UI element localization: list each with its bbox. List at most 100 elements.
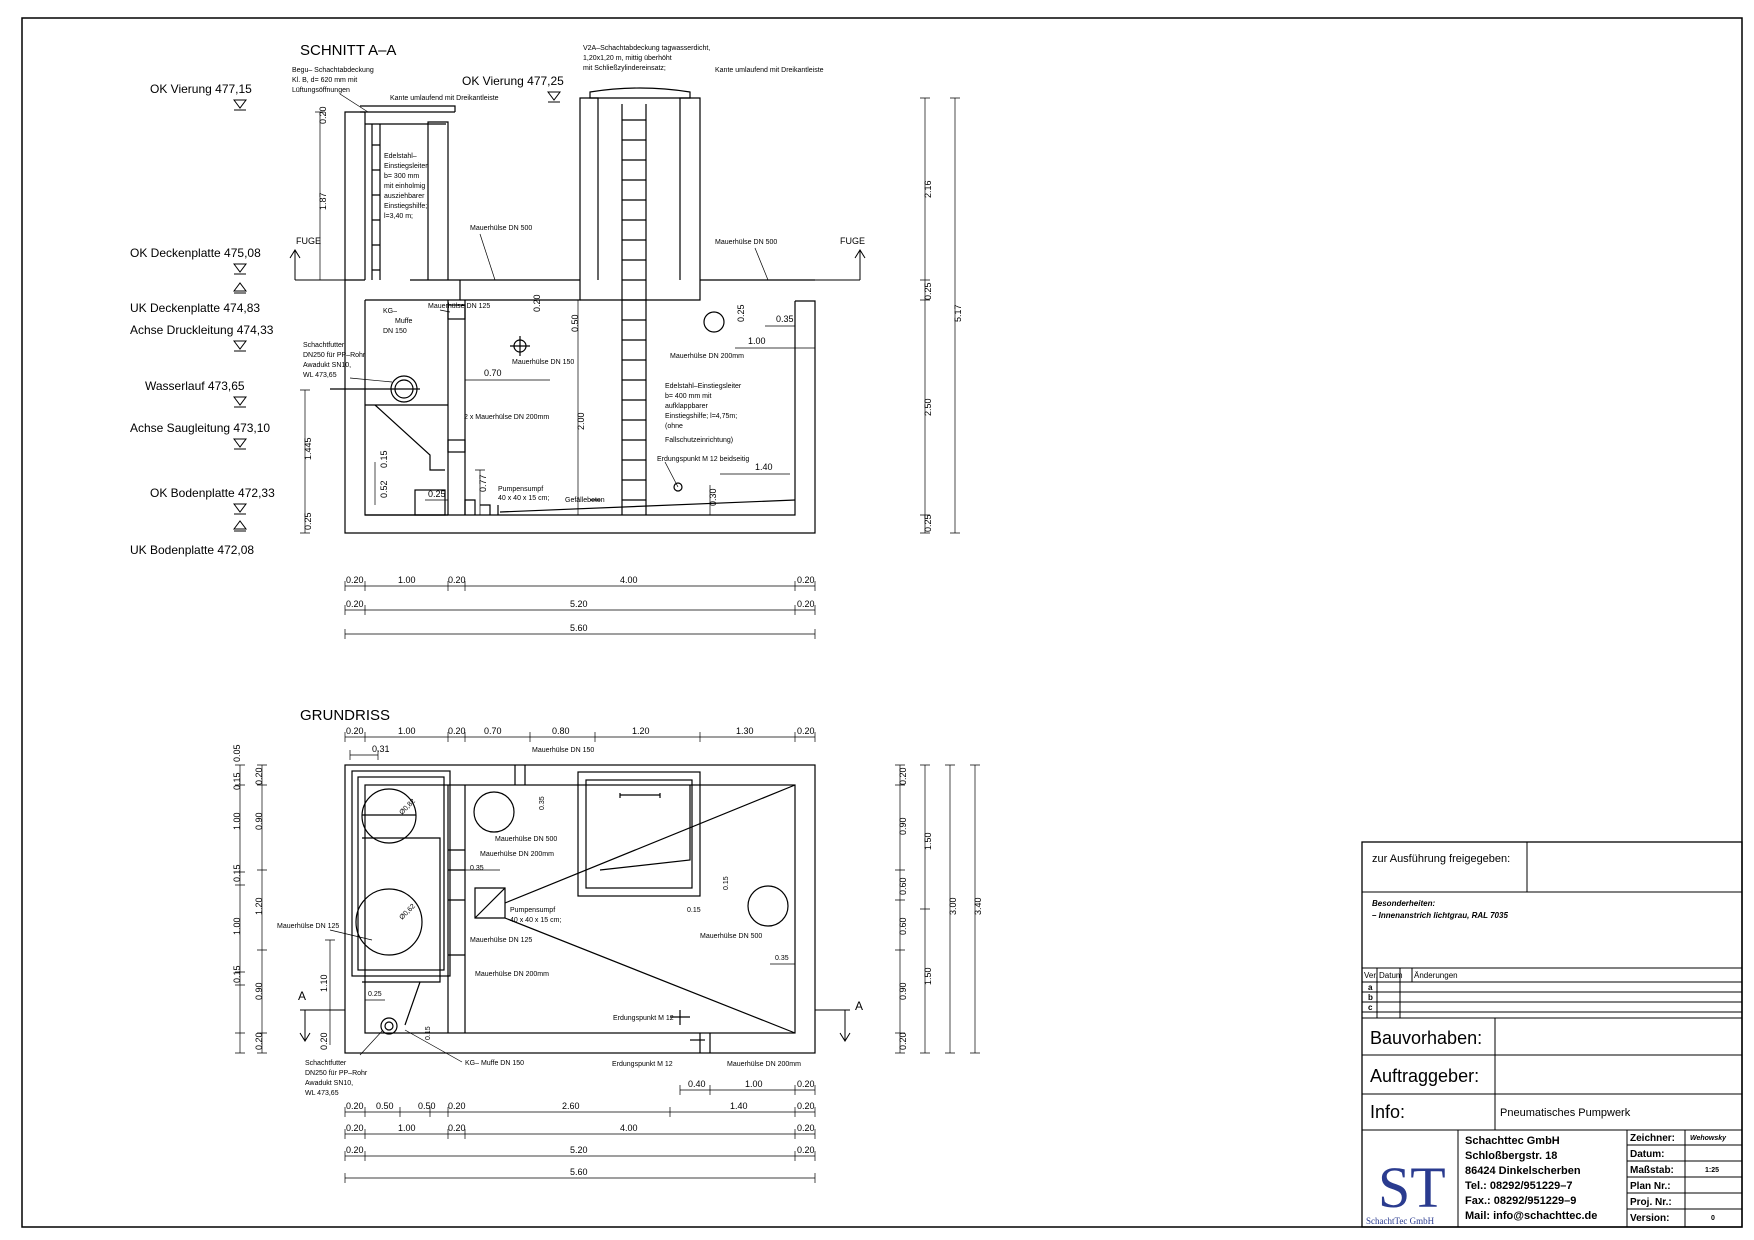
bauvorhaben-label: Bauvorhaben: [1370, 1028, 1482, 1048]
sheet-border [21, 17, 1743, 1228]
rev-row: b [1368, 993, 1373, 1002]
dim-label: 2.60 [562, 1101, 580, 1111]
dim-label: 0.20 [346, 599, 364, 609]
dim-label: 4.00 [620, 575, 638, 585]
plan-right-dims: 0.20 0.90 0.60 0.60 0.90 0.20 1.50 1.50 … [898, 767, 983, 1050]
note-line: Mauerhülse DN 200mm [670, 353, 744, 360]
note-line: Ø0,62 [398, 903, 417, 922]
field-label: Version: [1630, 1213, 1669, 1224]
level-label: Wasserlauf 473,65 [145, 379, 245, 393]
note-line: (ohne [665, 423, 683, 430]
field-value: Wehowsky [1690, 1135, 1727, 1142]
dim-label: 5.17 [953, 304, 963, 322]
note-line: Lüftungsöffnungen [292, 87, 350, 94]
title-block: zur Ausführung freigegeben: Besonderheit… [1361, 841, 1743, 1228]
dim-label: 5.60 [570, 623, 588, 633]
address-line: Schachttec GmbH [1465, 1135, 1560, 1147]
dim-label: 0.25 [303, 512, 313, 530]
dim-label: 0.20 [797, 599, 815, 609]
dim-label: 0.90 [254, 982, 264, 1000]
rev-row: a [1368, 983, 1373, 992]
dim-label: 0.50 [418, 1101, 436, 1111]
address-line: Fax.: 08292/951229–9 [1465, 1195, 1576, 1207]
dim-label: 1.20 [632, 726, 650, 736]
level-labels: OK Vierung 477,15 OK Deckenplatte 475,08… [130, 74, 564, 557]
dim-label: 0.20 [797, 1123, 815, 1133]
dim-label: 0.52 [379, 480, 389, 498]
dim-label: 0.90 [254, 812, 264, 830]
note-line: Erdungspunkt M 12 beidseitig [657, 456, 749, 463]
note-line: Edelstahl– [384, 153, 417, 160]
dim-label: 0.20 [448, 1101, 466, 1111]
dim-label: 0.60 [898, 877, 908, 895]
plan-inner [364, 784, 796, 1034]
field-label: Plan Nr.: [1630, 1181, 1671, 1192]
logo-letters: ST [1378, 1155, 1446, 1220]
note-line: V2A–Schachtabdeckung tagwasserdicht, [583, 45, 710, 52]
dim-label: 0.25 [368, 991, 382, 998]
logo-caption: SchachtTec GmbH [1366, 1216, 1435, 1226]
dim-label: 0.25 [923, 282, 933, 300]
dim-label: 0.20 [254, 1032, 264, 1050]
note-line: Mauerhülse DN 500 [700, 933, 762, 940]
section-notes: Begu– Schachtabdeckung Kl. B, d= 620 mm … [292, 45, 824, 504]
dim-label: 0.20 [797, 1079, 815, 1089]
note-line: Pumpensumpf [498, 486, 543, 493]
note-line: ausziehbarer [384, 193, 425, 200]
note-line: Kante umlaufend mit Dreikantleiste [390, 95, 499, 102]
level-label: UK Bodenplatte 472,08 [130, 543, 254, 557]
rev-header-changes: Änderungen [1414, 971, 1458, 980]
dim-label: 1.00 [232, 812, 242, 830]
note-line: Schachtfutter [303, 342, 345, 349]
dim-label: 0.30 [708, 488, 718, 506]
note-line: Mauerhülse DN 200mm [480, 851, 554, 858]
shaft-inner [364, 300, 796, 516]
dim-label: 0.25 [923, 514, 933, 532]
dim-label: 0.80 [552, 726, 570, 736]
dim-label: 0.90 [898, 982, 908, 1000]
right-riser [579, 97, 599, 280]
approval-label: zur Ausführung freigegeben: [1372, 853, 1510, 865]
plan-outer [344, 764, 816, 1054]
field-value: 1:25 [1705, 1167, 1719, 1174]
dim-label: 0.15 [232, 772, 242, 790]
note-line: Begu– Schachtabdeckung [292, 67, 374, 74]
dim-label: 2.16 [923, 180, 933, 198]
field-label: Maßstab: [1630, 1165, 1674, 1176]
auftraggeber-label: Auftraggeber: [1370, 1066, 1479, 1086]
note-line: Erdungspunkt M 12 [612, 1061, 673, 1068]
section-marker-right: A [855, 999, 863, 1013]
dim-label: 0.25 [428, 489, 446, 499]
info-value: Pneumatisches Pumpwerk [1500, 1107, 1631, 1119]
level-markers [233, 91, 561, 532]
level-label: OK Deckenplatte 475,08 [130, 246, 261, 260]
note-line: Mauerhülse DN 125 [277, 923, 339, 930]
dim-label: 0.40 [688, 1079, 706, 1089]
plan-top-dims: 0.20 1.00 0.20 0.70 0.80 1.20 1.30 0.20 … [346, 726, 815, 754]
dim-label: 0.20 [898, 767, 908, 785]
dim-label: 0.20 [346, 575, 364, 585]
note-line: 40 x 40 x 15 cm; [498, 495, 549, 502]
note-line: Kl. B, d= 620 mm mit [292, 77, 357, 84]
plan-view: GRUNDRISS 0.20 1.00 0.20 0.70 0.80 1.20 … [232, 707, 983, 1183]
level-label: OK Vierung 477,15 [150, 82, 252, 96]
address-line: 86424 Dinkelscherben [1465, 1165, 1581, 1177]
dim-label: 1.50 [923, 967, 933, 985]
dim-label: 0.50 [570, 314, 580, 332]
note-line: Schachtfutter [305, 1060, 347, 1067]
plan-left-dims: 0.15 0.05 1.00 0.15 1.00 0.15 1.10 0.20 … [232, 744, 329, 1050]
special-text: – Innenanstrich lichtgrau, RAL 7035 [1372, 911, 1508, 920]
dim-label: 0.20 [448, 1123, 466, 1133]
note-line: Mauerhülse DN 500 [715, 239, 777, 246]
dim-label: 5.20 [570, 1145, 588, 1155]
dim-label: 0.20 [797, 1145, 815, 1155]
note-line: Fallschutzeinrichtung) [665, 437, 733, 444]
address-line: Mail: info@schachttec.de [1465, 1210, 1597, 1222]
dim-label: 0.20 [797, 575, 815, 585]
note-line: Einstiegshilfe; l=4,75m; [665, 413, 737, 420]
left-riser [344, 111, 366, 280]
company-logo: ST SchachtTec GmbH [1366, 1155, 1446, 1226]
note-line: Mauerhülse DN 150 [512, 359, 574, 366]
address-line: Tel.: 08292/951229–7 [1465, 1180, 1572, 1192]
